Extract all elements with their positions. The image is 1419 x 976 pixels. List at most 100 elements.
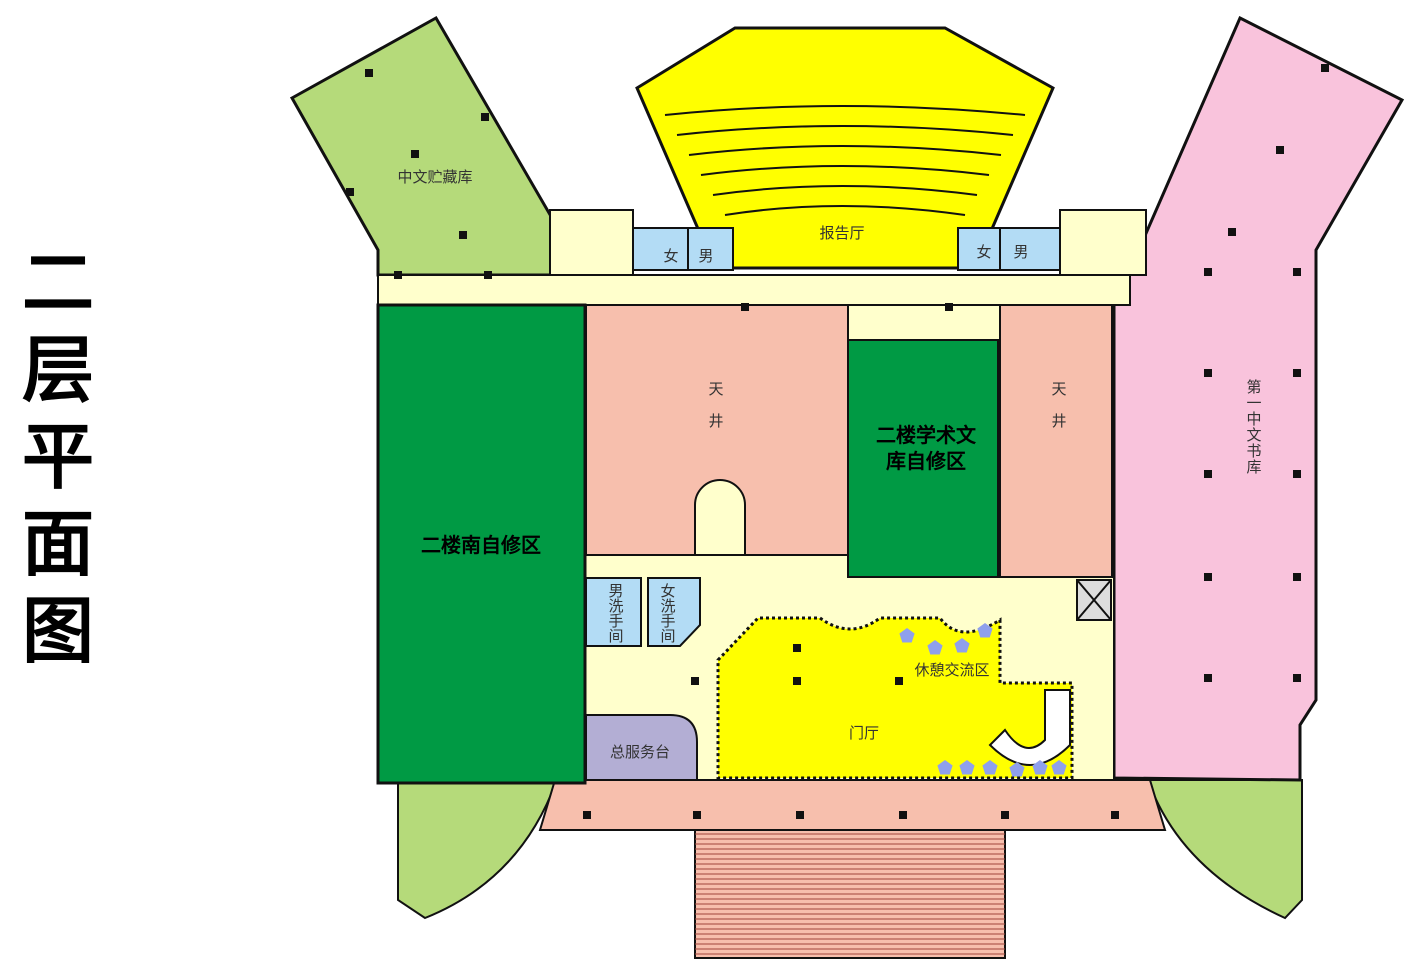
label-south-study: 二楼南自修区 (421, 533, 541, 557)
label-female-restroom: 女 (660, 582, 675, 600)
label-male: 男 (1013, 243, 1028, 261)
label-female-restroom: 间 (660, 627, 675, 645)
room-lobby[interactable] (716, 616, 1074, 780)
pillar (1111, 811, 1119, 819)
bottom-right-garden (1146, 779, 1303, 920)
pillar (1276, 146, 1284, 154)
pillar (411, 150, 419, 158)
label-female-restroom: 手 (660, 612, 675, 630)
seat-row (688, 145, 1002, 156)
seat-row (724, 205, 966, 216)
seat-icon (1032, 760, 1048, 775)
title-char: 图 (22, 589, 95, 673)
pillar (693, 811, 701, 819)
pillar (484, 271, 492, 279)
label-female: 女 (976, 243, 991, 261)
pillar (793, 677, 801, 685)
label-atrium: 天 (1051, 380, 1066, 398)
label-atrium: 天 (708, 380, 723, 398)
stair-left (549, 209, 634, 276)
seat-icon (1051, 760, 1067, 775)
label-academic-study: 库自修区 (886, 449, 966, 473)
pillar (895, 677, 903, 685)
label-male: 男 (698, 247, 713, 265)
seat-icon (982, 760, 998, 775)
label-female: 女 (663, 247, 678, 265)
pillar (1204, 674, 1212, 682)
pillar (1293, 470, 1301, 478)
room-chinese-storage[interactable] (289, 15, 588, 277)
title-char: 层 (22, 328, 95, 412)
label-first-chinese-library: 中 (1246, 410, 1261, 428)
label-service-desk: 总服务台 (610, 743, 670, 761)
title-char: 二 (22, 241, 95, 325)
pillar (796, 811, 804, 819)
pillar (1293, 369, 1301, 377)
seat-icon (1009, 762, 1025, 777)
pillar (1321, 64, 1329, 72)
seat-row (700, 165, 990, 176)
room-male-top-right[interactable] (999, 227, 1061, 271)
pillar (741, 303, 749, 311)
seat-icon (899, 628, 915, 643)
label-male-restroom: 男 (608, 582, 623, 600)
pillar (1293, 268, 1301, 276)
label-first-chinese-library: 书 (1246, 442, 1261, 460)
pillar (365, 69, 373, 77)
room-female-restroom[interactable] (647, 577, 701, 647)
pillar (945, 303, 953, 311)
label-chinese-storage: 中文贮藏库 (397, 168, 472, 186)
label-first-chinese-library: 一 (1246, 394, 1261, 412)
room-atrium-right[interactable] (999, 304, 1113, 578)
seat-icon (954, 638, 970, 653)
room-male-top-left[interactable] (687, 227, 734, 271)
pillar (793, 644, 801, 652)
label-male-restroom: 间 (608, 627, 623, 645)
label-female-restroom: 洗 (660, 597, 675, 615)
seat-icon (937, 760, 953, 775)
room-south-study[interactable] (376, 303, 587, 785)
pillar (1293, 674, 1301, 682)
terrace (538, 779, 1167, 831)
map-title: 二 层 平 面 图 (22, 240, 94, 675)
pillar (394, 271, 402, 279)
seat-row (664, 105, 1026, 116)
pillar (481, 113, 489, 121)
seat-icon (927, 640, 943, 655)
pillar (899, 811, 907, 819)
room-service-desk[interactable] (585, 714, 698, 781)
label-lobby: 门厅 (849, 724, 879, 742)
title-char: 平 (22, 415, 95, 499)
seat-row (676, 125, 1014, 136)
pillar (583, 811, 591, 819)
label-male-restroom: 手 (608, 612, 623, 630)
room-male-restroom[interactable] (585, 577, 642, 647)
entrance-stairs (694, 827, 1006, 959)
seat-icon (977, 623, 993, 638)
pillar (1228, 228, 1236, 236)
pillar (1293, 573, 1301, 581)
seat-row (712, 185, 978, 196)
pillar (459, 231, 467, 239)
room-female-top-left[interactable] (632, 227, 689, 271)
pillar (1204, 470, 1212, 478)
pillar (1204, 369, 1212, 377)
label-male-restroom: 洗 (608, 597, 623, 615)
pillar (1204, 268, 1212, 276)
room-academic-study[interactable] (847, 339, 999, 578)
spiral-stair (988, 689, 1071, 766)
pillar (1001, 811, 1009, 819)
title-char: 面 (22, 502, 95, 586)
pillar (1204, 573, 1212, 581)
stair-right (1059, 209, 1147, 276)
label-lecture-hall: 报告厅 (819, 224, 864, 242)
bottom-left-garden (397, 781, 558, 920)
atrium-stair (694, 479, 746, 556)
label-atrium: 井 (1051, 412, 1066, 430)
label-lounge: 休憩交流区 (914, 661, 989, 679)
label-first-chinese-library: 文 (1246, 426, 1261, 444)
pillar (691, 677, 699, 685)
pillar (346, 188, 354, 196)
corridor (377, 274, 1131, 306)
